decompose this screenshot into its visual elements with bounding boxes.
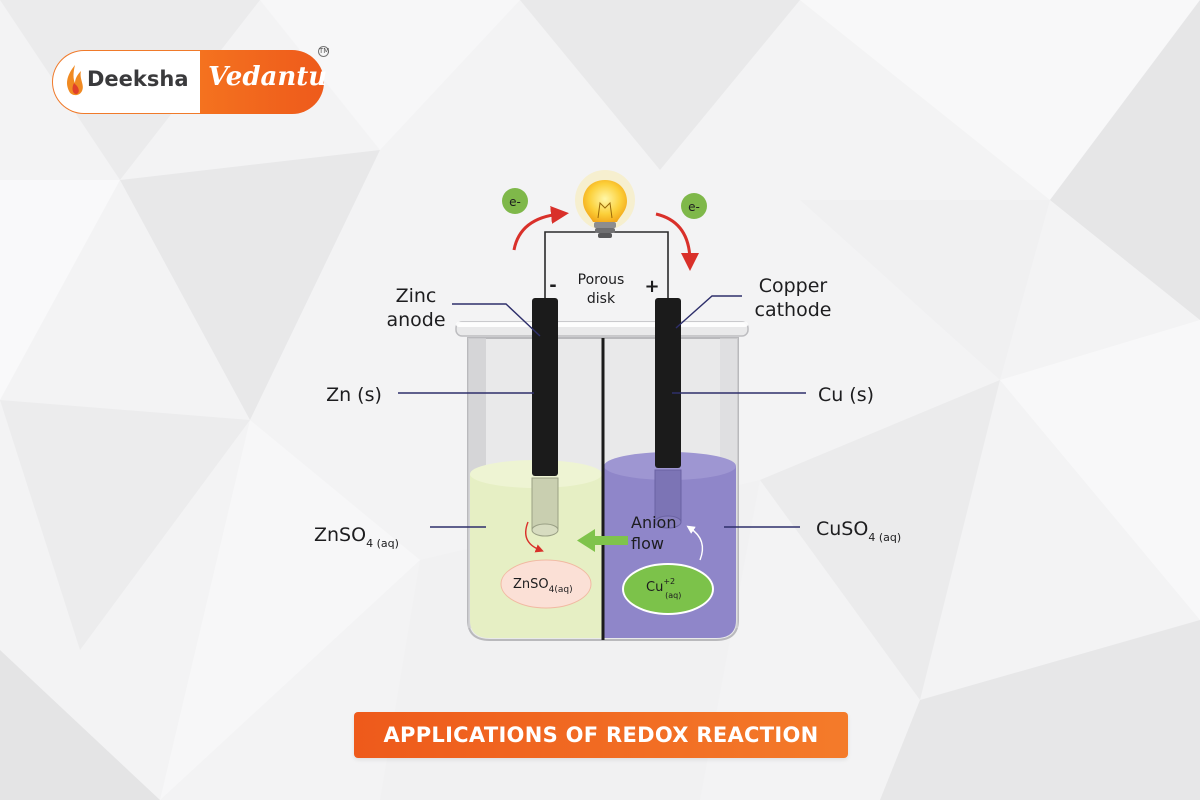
title-banner: APPLICATIONS OF REDOX REACTION [354,712,848,758]
electron-badge-left: e- [502,188,528,214]
cu-ion-arrow [686,525,704,561]
trademark-symbol: TM [318,46,330,57]
cu-ion-bubble: Cu+2(aq) [622,563,714,615]
porous-disk-label-line1: Porous [578,272,625,288]
electron-arrow-left [512,205,569,251]
wire-left [544,231,596,298]
cuso4-label: CuSO4 (aq) [816,518,901,544]
anion-flow-arrow [577,529,628,552]
porous-disk-label-line2: disk [587,291,616,307]
zinc-anode-pointer [452,303,541,337]
electron-arrow-right [655,212,699,271]
znso4-label: ZnSO4 (aq) [314,524,399,550]
zinc-anode-label-line1: Zinc [396,285,437,307]
zn-ion-label: ZnSO4(aq) [513,577,573,595]
light-bulb-icon [575,170,635,238]
zinc-anode-label-line2: anode [386,309,445,331]
wire-right [614,231,669,298]
electron-label-left: e- [509,195,521,209]
vedantu-wordmark: Vedantu [208,62,328,92]
electron-label-right: e- [688,200,700,214]
deeksha-logo-panel: Deeksha [52,50,202,114]
zinc-electrode-submerged [531,477,559,531]
copper-cathode-label-line1: Copper [759,275,828,297]
copper-cathode-electrode [655,298,681,468]
deeksha-wordmark: Deeksha [87,67,189,91]
plus-terminal-sign: + [644,276,659,297]
cu-solid-label: Cu (s) [818,384,874,406]
anion-flow-label-line2: flow [631,534,664,553]
flame-icon [67,65,83,96]
cu-ion-label: Cu+2(aq) [646,577,681,600]
zn-ion-bubble: ZnSO4(aq) [500,559,592,609]
electron-badge-right: e- [681,193,707,219]
anion-flow-label-line1: Anion [631,513,676,532]
copper-cathode-label-line2: cathode [755,299,832,321]
copper-electrode-submerged [654,469,682,523]
minus-terminal-sign: - [549,275,556,296]
zn-ion-release-arrow [525,521,544,553]
zn-solid-label: Zn (s) [326,384,382,406]
brand-logo: Deeksha Vedantu TM [52,46,329,116]
vedantu-logo-panel: Vedantu [200,50,328,114]
zinc-anode-electrode [532,298,558,476]
copper-cathode-pointer [675,295,742,329]
